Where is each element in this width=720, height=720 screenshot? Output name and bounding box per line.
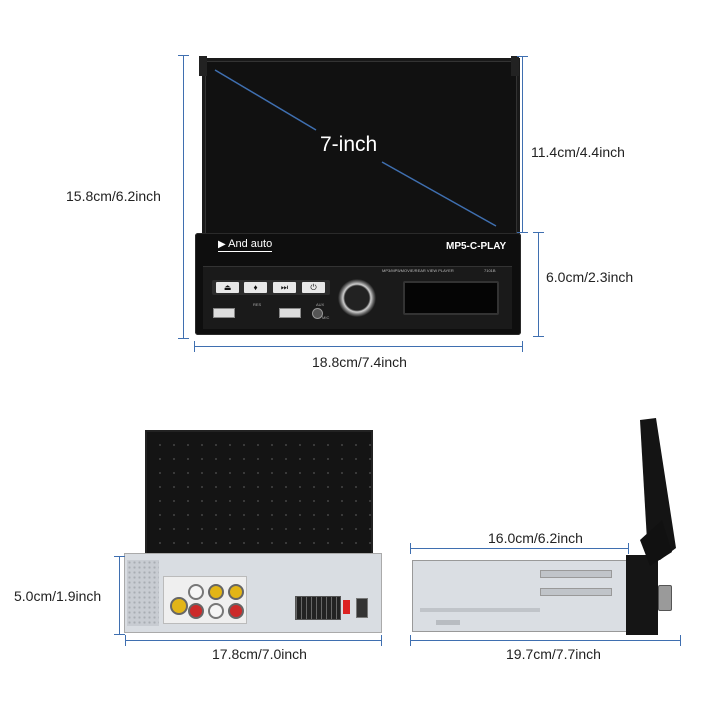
side-inner-depth-line	[410, 548, 628, 549]
screen-hinge-right	[511, 56, 519, 76]
rear-height-label: 5.0cm/1.9inch	[14, 588, 102, 604]
brand-logo-text: And auto	[228, 238, 273, 250]
car-icon: ▶	[218, 239, 226, 250]
button-row	[212, 280, 330, 295]
eject-button[interactable]: ⏏	[216, 282, 239, 293]
brand-logo: ▶ And auto	[218, 238, 273, 252]
usb-port-right[interactable]	[279, 308, 301, 318]
side-front-face	[626, 555, 658, 635]
usb-port-left[interactable]	[213, 308, 235, 318]
side-slot-4	[436, 620, 460, 625]
panel-code: 7101B	[484, 268, 496, 273]
rca-jack-white-2[interactable]	[208, 603, 224, 619]
body-height-line	[538, 232, 539, 336]
screen-panel	[202, 58, 520, 242]
screen-height-label: 11.4cm/4.4inch	[531, 144, 625, 160]
skip-next-icon: ⏭	[280, 283, 289, 292]
total-width-label: 18.8cm/7.4inch	[312, 354, 407, 370]
rca-jack-yellow-3[interactable]	[228, 584, 244, 600]
mute-button[interactable]: ♦	[244, 282, 267, 293]
screen-height-line	[522, 56, 523, 232]
vent-panel	[127, 560, 159, 626]
total-height-label: 15.8cm/6.2inch	[66, 188, 161, 204]
model-label: MP5-C-PLAY	[446, 241, 507, 252]
side-total-depth-line	[410, 640, 680, 641]
lcd-display	[403, 281, 499, 315]
rca-jack-red-2[interactable]	[228, 603, 244, 619]
rear-width-label: 17.8cm/7.0inch	[212, 646, 307, 662]
rear-width-line	[125, 640, 381, 641]
total-height-line	[183, 55, 184, 338]
usb-rear-port[interactable]	[356, 598, 368, 618]
rca-jack-red-1[interactable]	[188, 603, 204, 619]
power-mode-button[interactable]: ⏻	[302, 282, 325, 293]
total-width-line	[194, 346, 522, 347]
screen-back	[145, 430, 373, 556]
aux-jack[interactable]	[312, 308, 323, 319]
volume-knob[interactable]	[338, 279, 376, 317]
fuse-red	[343, 600, 350, 614]
rca-jack-yellow[interactable]	[170, 597, 188, 615]
rca-jack-yellow-2[interactable]	[208, 584, 224, 600]
aux-label: AUX	[316, 302, 325, 307]
side-slot-3	[420, 608, 540, 612]
side-total-depth-label: 19.7cm/7.7inch	[506, 646, 601, 662]
eject-icon: ⏏	[223, 283, 232, 292]
screen-hinge-left	[199, 56, 207, 76]
rear-height-line	[119, 556, 120, 634]
screen-size-label: 7-inch	[320, 133, 378, 156]
iso-connector[interactable]	[295, 596, 341, 620]
body-height-label: 6.0cm/2.3inch	[546, 269, 634, 285]
power-icon: ⏻	[310, 283, 317, 292]
rca-jack-white-1[interactable]	[188, 584, 204, 600]
mic-label: MIC	[322, 315, 330, 320]
mute-icon: ♦	[253, 283, 258, 292]
panel-caption: MP3/MP5/MOVIE/REAR VIEW PLAYER	[382, 268, 454, 273]
res-label: RES	[253, 302, 262, 307]
side-slot-1	[540, 570, 612, 578]
side-slot-2	[540, 588, 612, 596]
side-inner-depth-label: 16.0cm/6.2inch	[488, 530, 583, 546]
side-knob[interactable]	[658, 585, 672, 611]
next-button[interactable]: ⏭	[273, 282, 296, 293]
